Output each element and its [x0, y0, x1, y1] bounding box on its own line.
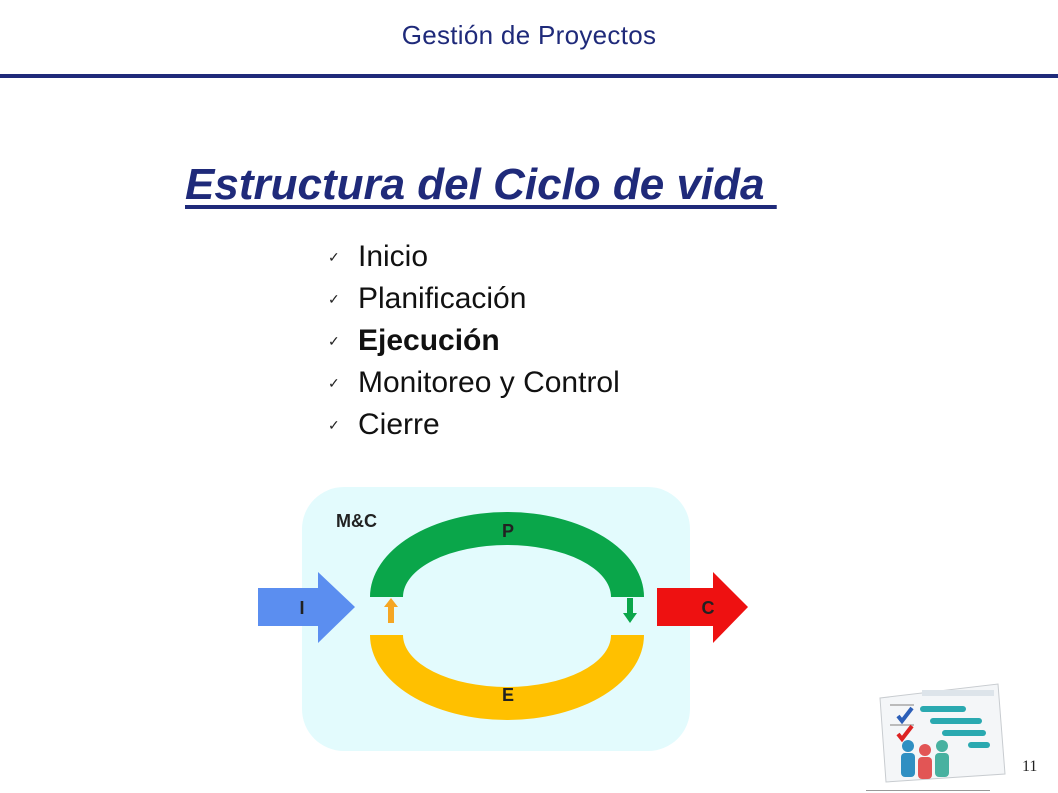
check-icon: ✓	[328, 416, 340, 433]
bullet-item-cierre: ✓ Cierre	[328, 404, 620, 446]
planning-label: P	[502, 521, 514, 541]
bullet-list: ✓ Inicio ✓ Planificación ✓ Ejecución ✓ M…	[328, 236, 620, 446]
check-icon: ✓	[328, 248, 340, 265]
header-title: Gestión de Proyectos	[401, 20, 657, 50]
initiation-label: I	[299, 598, 304, 618]
check-icon: ✓	[328, 374, 340, 391]
closing-label: C	[702, 598, 715, 618]
bullet-item-monitoreo: ✓ Monitoreo y Control	[328, 362, 620, 404]
arrow-up-icon	[384, 598, 398, 623]
arrow-down-icon	[623, 598, 637, 623]
bullet-label: Cierre	[358, 408, 440, 441]
page-number: 11	[1022, 758, 1038, 775]
project-management-clipart	[870, 680, 1010, 790]
check-icon: ✓	[328, 332, 340, 349]
slide-header: Gestión de Proyectos	[0, 0, 1058, 80]
bullet-item-planificacion: ✓ Planificación	[328, 278, 620, 320]
bullet-label: Inicio	[358, 240, 429, 273]
slide-title: Estructura del Ciclo de vida	[185, 160, 777, 209]
bullet-label: Monitoreo y Control	[358, 366, 620, 399]
check-icon: ✓	[328, 290, 340, 307]
bullet-item-ejecucion: ✓ Ejecución	[328, 320, 620, 362]
mc-label: M&C	[336, 511, 377, 531]
initiation-arrow	[258, 572, 355, 643]
header-divider	[0, 74, 1058, 78]
execution-arc	[370, 635, 644, 720]
bullet-label: Ejecución	[358, 324, 500, 357]
planning-arc	[370, 512, 644, 597]
bullet-item-inicio: ✓ Inicio	[328, 236, 620, 278]
lifecycle-diagram: M&C P E I C	[250, 485, 770, 760]
footer-divider	[866, 790, 990, 791]
execution-label: E	[502, 685, 514, 705]
bullet-label: Planificación	[358, 282, 527, 315]
closing-arrow	[657, 572, 748, 643]
